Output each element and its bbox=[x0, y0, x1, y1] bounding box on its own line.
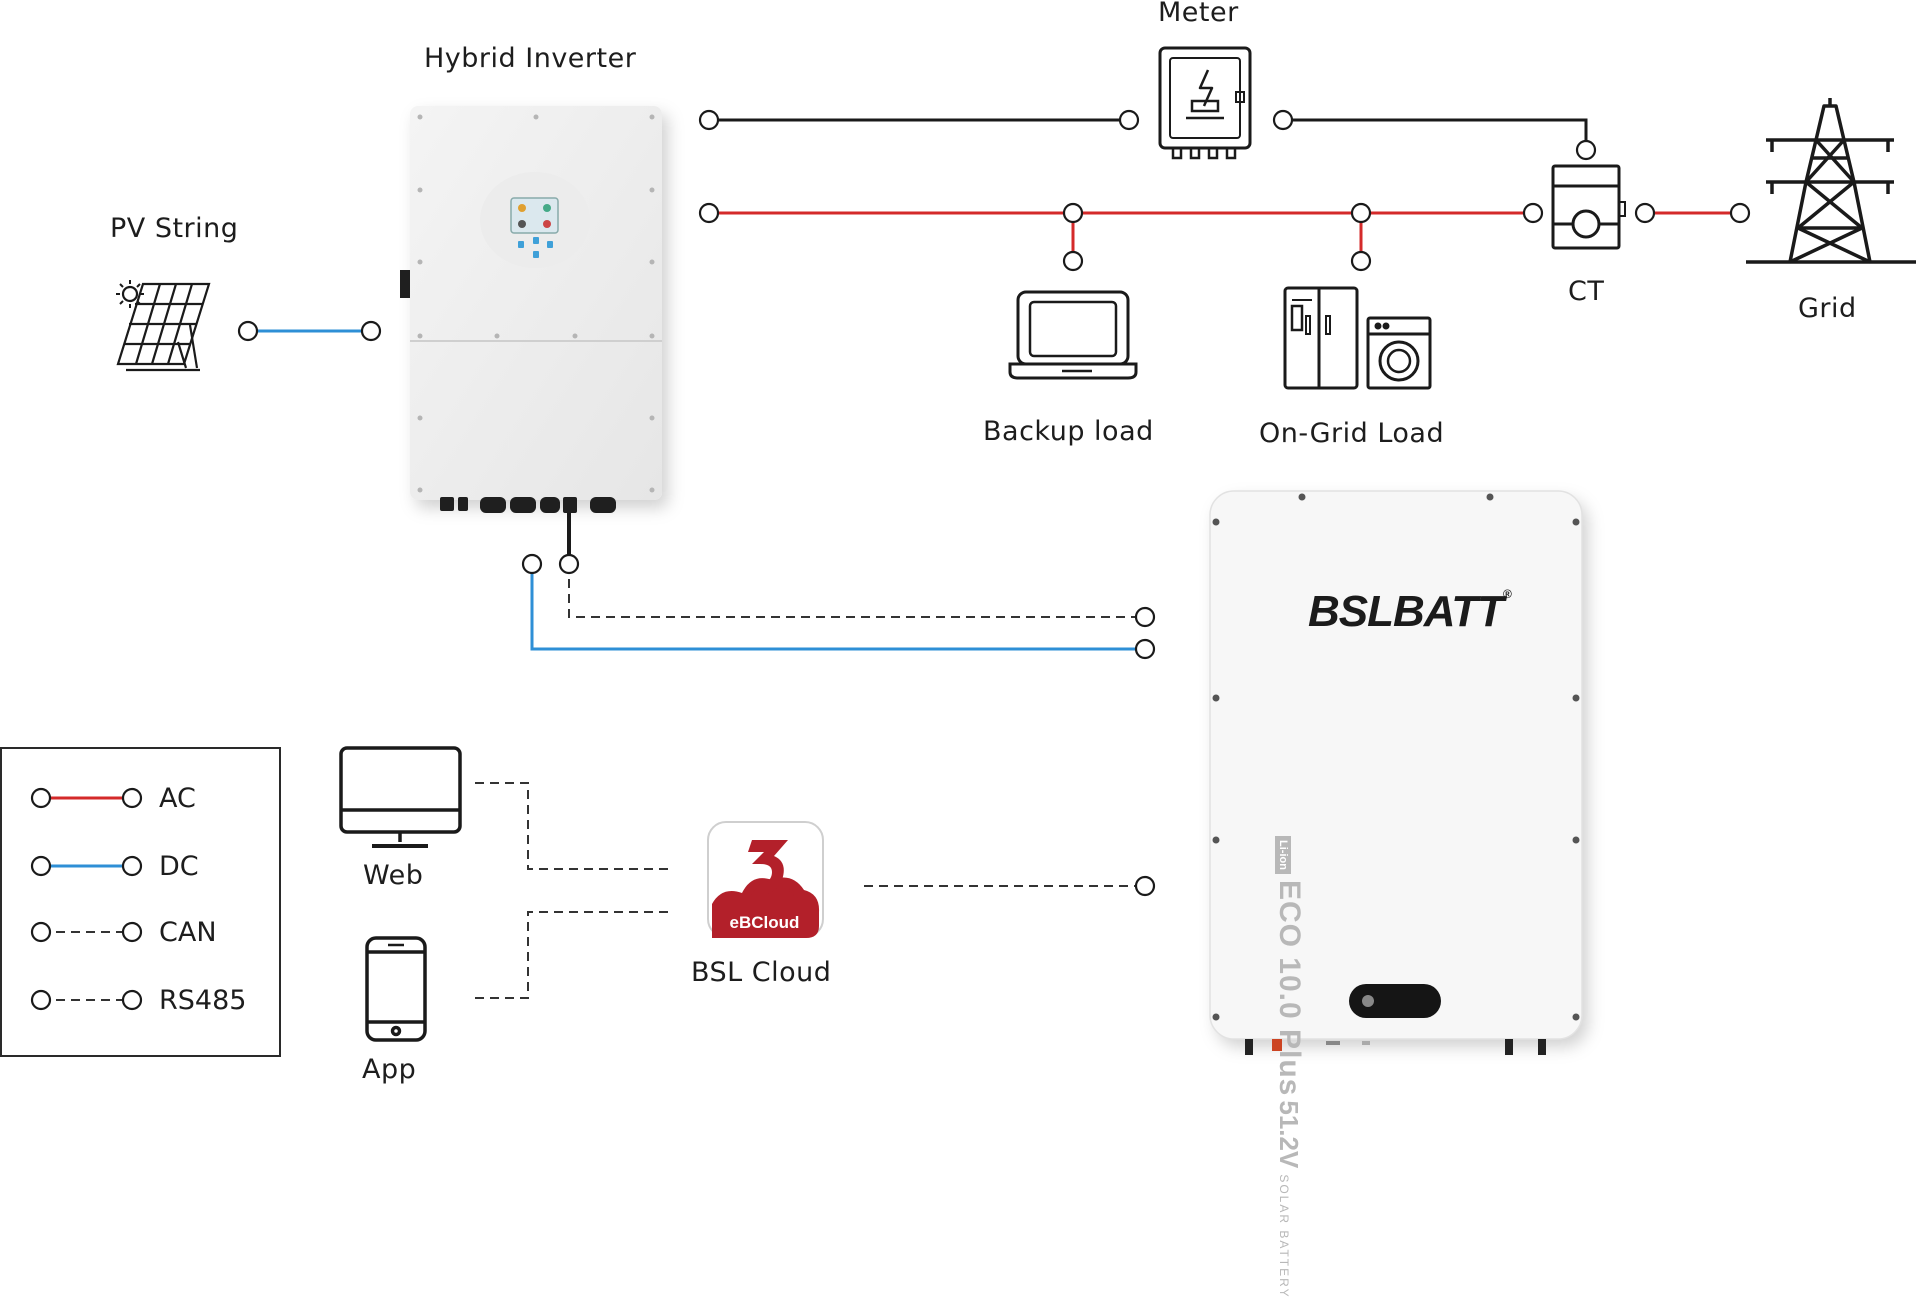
battery-model: Li-ionECO 10.0 Plus51.2V SOLAR BATTERY bbox=[1272, 836, 1306, 1299]
terminal bbox=[1062, 202, 1084, 224]
battery-tag: Li-ion bbox=[1275, 836, 1291, 874]
registered-mark: ® bbox=[1503, 587, 1512, 601]
meter-line-right bbox=[1283, 118, 1588, 150]
terminal bbox=[1062, 250, 1084, 272]
hybrid-inverter bbox=[400, 106, 662, 513]
terminal bbox=[360, 320, 382, 342]
app-label: App bbox=[362, 1054, 417, 1085]
terminal bbox=[1134, 875, 1156, 897]
bsl-cloud-label: BSL Cloud bbox=[691, 957, 832, 988]
battery-brand-text: BSLBATT bbox=[1308, 587, 1504, 636]
legend-item-can: CAN bbox=[159, 917, 217, 948]
terminal bbox=[1134, 638, 1156, 660]
terminal bbox=[237, 320, 259, 342]
pv-string-label: PV String bbox=[110, 213, 239, 244]
ct-label: CT bbox=[1568, 276, 1605, 307]
ct-icon bbox=[1551, 164, 1626, 250]
web-cloud-line bbox=[475, 782, 668, 870]
terminal bbox=[1350, 250, 1372, 272]
legend-lines bbox=[30, 787, 143, 1011]
backup-load-label: Backup load bbox=[983, 416, 1154, 447]
legend-item-ac: AC bbox=[159, 783, 196, 814]
inverter-screen bbox=[510, 197, 559, 234]
legend-item-dc: DC bbox=[159, 851, 199, 882]
monitor-icon bbox=[339, 746, 462, 848]
grid-label: Grid bbox=[1798, 293, 1857, 324]
terminals bbox=[237, 109, 1751, 897]
terminal bbox=[1522, 202, 1544, 224]
terminal bbox=[698, 109, 720, 131]
ebcloud-app-icon bbox=[707, 821, 824, 938]
ebcloud-label: eBCloud bbox=[729, 913, 800, 932]
system-diagram bbox=[30, 46, 1916, 1055]
laptop-icon bbox=[1008, 290, 1138, 380]
battery-model-name: ECO 10.0 Plus bbox=[1273, 879, 1306, 1097]
terminal bbox=[1272, 109, 1294, 131]
hybrid-inverter-label: Hybrid Inverter bbox=[424, 43, 637, 74]
terminal bbox=[1634, 202, 1656, 224]
terminal bbox=[1118, 109, 1140, 131]
web-label: Web bbox=[363, 860, 424, 891]
grid-tower-icon bbox=[1746, 98, 1916, 264]
legend: AC DC CAN RS485 bbox=[0, 747, 281, 1057]
inverter-connectors bbox=[440, 497, 616, 513]
on-grid-load-label: On-Grid Load bbox=[1259, 418, 1445, 449]
terminal bbox=[1729, 202, 1751, 224]
battery bbox=[1209, 490, 1583, 1055]
can-battery-line bbox=[568, 564, 1145, 618]
battery-brand: BSLBATT® bbox=[1308, 587, 1512, 637]
terminal bbox=[1575, 139, 1597, 161]
solar-panel-icon bbox=[116, 280, 211, 372]
terminal bbox=[558, 553, 580, 575]
wires bbox=[248, 118, 1740, 999]
dc-battery-line bbox=[530, 564, 1145, 651]
terminal bbox=[1134, 606, 1156, 628]
fridge-washer-icon bbox=[1283, 286, 1432, 390]
terminal bbox=[1350, 202, 1372, 224]
battery-voltage: 51.2V bbox=[1274, 1100, 1304, 1169]
terminal bbox=[521, 553, 543, 575]
battery-handle bbox=[1349, 984, 1441, 1018]
meter-label: Meter bbox=[1158, 0, 1239, 28]
legend-item-rs485: RS485 bbox=[159, 985, 247, 1016]
battery-terminals bbox=[1245, 1039, 1546, 1055]
app-cloud-line bbox=[475, 911, 668, 999]
meter-icon bbox=[1158, 46, 1252, 160]
phone-icon bbox=[365, 936, 427, 1042]
battery-subtitle: SOLAR BATTERY bbox=[1277, 1174, 1291, 1299]
terminal bbox=[698, 202, 720, 224]
